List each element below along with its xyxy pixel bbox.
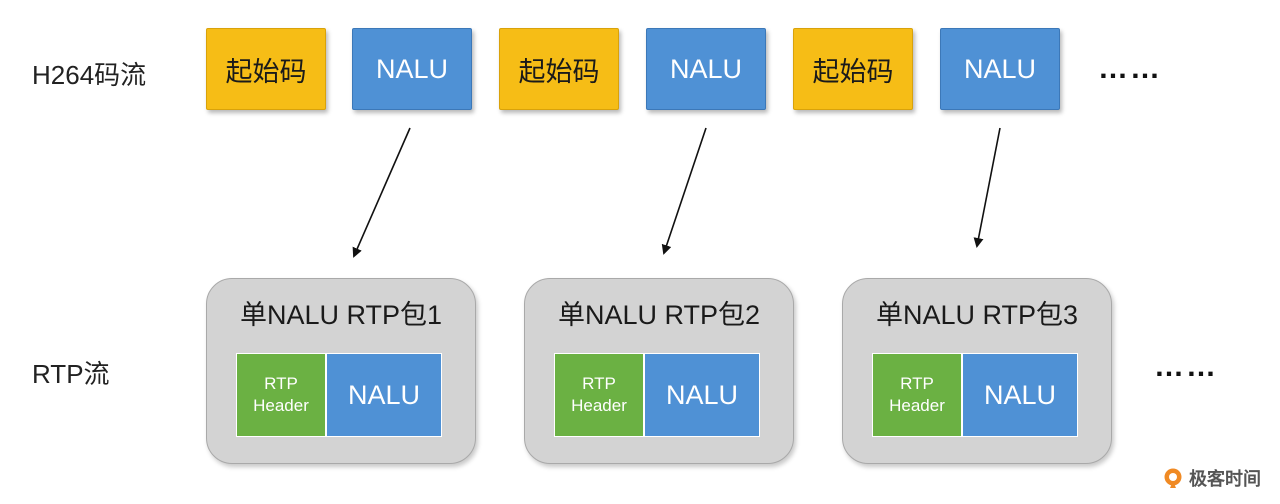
nalu-payload-block: NALU (963, 354, 1077, 436)
start-code-box-2: 起始码 (499, 28, 619, 110)
h264-stream-label: H264码流 (32, 60, 147, 90)
packet-body: RTP Header NALU (872, 353, 1078, 437)
arrow-2 (661, 127, 707, 255)
start-code-box-3: 起始码 (793, 28, 913, 110)
rtp-header-line1: RTP (264, 374, 298, 393)
nalu-box-3: NALU (940, 28, 1060, 110)
nalu-payload-block: NALU (327, 354, 441, 436)
rtp-packet-2: 单NALU RTP包2 RTP Header NALU (524, 278, 794, 464)
rtp-ellipsis: …… (1154, 350, 1218, 383)
packet-body: RTP Header NALU (554, 353, 760, 437)
nalu-payload-block: NALU (645, 354, 759, 436)
rtp-header-block: RTP Header (873, 354, 963, 436)
rtp-packet-1: 单NALU RTP包1 RTP Header NALU (206, 278, 476, 464)
arrow-1 (352, 127, 411, 258)
rtp-header-block: RTP Header (237, 354, 327, 436)
packet-title: 单NALU RTP包2 (557, 300, 761, 330)
rtp-header-line2: Header (571, 396, 627, 415)
rtp-stream-label: RTP流 (32, 359, 110, 389)
rtp-header-line1: RTP (900, 374, 934, 393)
rtp-header-block: RTP Header (555, 354, 645, 436)
stream-ellipsis: …… (1098, 52, 1162, 85)
logo-text: 极客时间 (1189, 469, 1261, 489)
arrow-3 (973, 127, 1001, 248)
rtp-header-line2: Header (253, 396, 309, 415)
geektime-logo: 极客时间 (1162, 465, 1261, 491)
rtp-header-line2: Header (889, 396, 945, 415)
geektime-logo-icon (1164, 468, 1182, 488)
nalu-box-2: NALU (646, 28, 766, 110)
packet-body: RTP Header NALU (236, 353, 442, 437)
nalu-box-1: NALU (352, 28, 472, 110)
start-code-box-1: 起始码 (206, 28, 326, 110)
packet-title: 单NALU RTP包1 (239, 300, 443, 330)
rtp-packet-3: 单NALU RTP包3 RTP Header NALU (842, 278, 1112, 464)
rtp-header-line1: RTP (582, 374, 616, 393)
packet-title: 单NALU RTP包3 (875, 300, 1079, 330)
